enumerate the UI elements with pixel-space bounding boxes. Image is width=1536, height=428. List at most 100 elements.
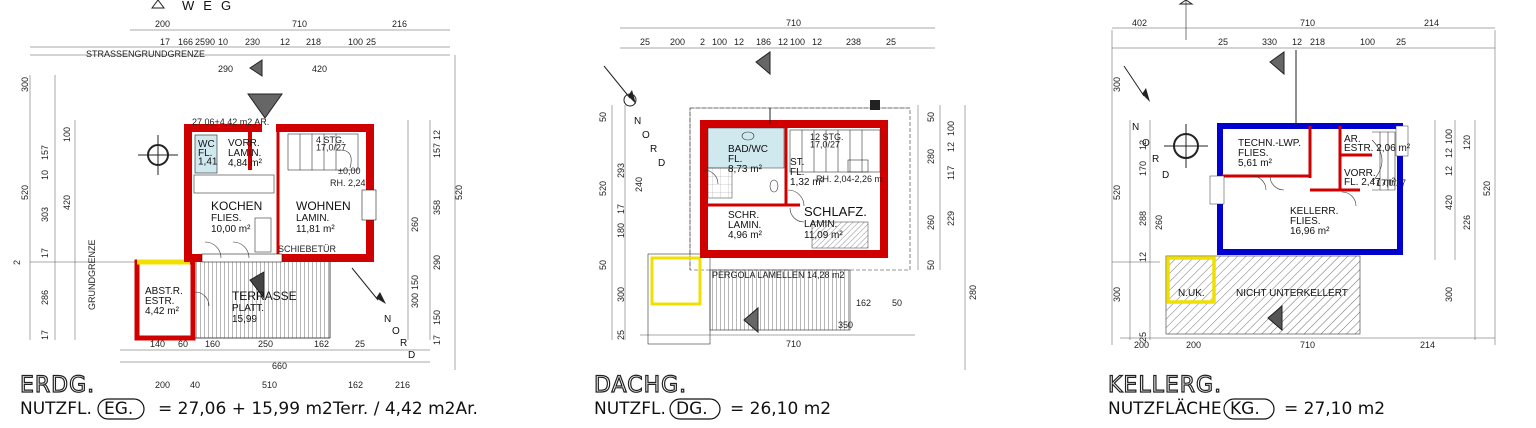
area-summary-kg: NUTZFLÄCHE KG. = 27,10 m2 <box>1108 398 1385 420</box>
label-line: 11,09 m² <box>804 230 843 241</box>
svg-text:660: 660 <box>272 361 287 371</box>
label-line: TERRASSE <box>232 289 297 303</box>
svg-text:50: 50 <box>598 112 608 122</box>
label-line: FLIES. <box>1290 216 1321 227</box>
svg-text:25: 25 <box>640 37 650 47</box>
svg-text:186: 186 <box>756 37 771 47</box>
svg-text:17: 17 <box>160 37 170 47</box>
label-line: VORR. <box>228 138 260 149</box>
svg-text:350: 350 <box>838 320 853 330</box>
svg-text:226: 226 <box>1462 215 1472 230</box>
label-line: 8,73 m² <box>728 164 763 175</box>
svg-text:50: 50 <box>598 260 608 270</box>
svg-text:D: D <box>1162 170 1169 181</box>
svg-text:25: 25 <box>616 330 626 340</box>
svg-text:157: 157 <box>432 143 442 158</box>
svg-text:D: D <box>658 158 665 169</box>
svg-text:229: 229 <box>946 211 956 226</box>
svg-text:420: 420 <box>62 195 72 210</box>
svg-text:25: 25 <box>195 37 205 47</box>
label-line: 4,42 m² <box>145 306 180 317</box>
svg-text:27,06+4,42 m2 AR.: 27,06+4,42 m2 AR. <box>192 117 269 127</box>
svg-text:290: 290 <box>218 64 233 74</box>
svg-text:40: 40 <box>190 380 200 390</box>
svg-text:N: N <box>1132 122 1139 133</box>
svg-text:NUTZFLÄCHE: NUTZFLÄCHE <box>1108 398 1222 419</box>
svg-text:150: 150 <box>432 310 442 325</box>
label-line: 10,00 m² <box>211 224 251 235</box>
svg-text:216: 216 <box>392 19 407 29</box>
room-label-abstellraum: AR.ESTR. 2,06 m² <box>1344 134 1411 154</box>
floor-title-eg: ERDG. <box>20 373 95 398</box>
svg-text:520: 520 <box>454 185 464 200</box>
stair-icon <box>789 129 881 173</box>
area-summary-dg: NUTZFL. DG. = 26,10 m2 <box>594 398 831 420</box>
stair-label: 17,0/27 <box>1376 178 1406 188</box>
kitchen-counter <box>193 174 275 194</box>
svg-text:25: 25 <box>355 339 365 349</box>
svg-text:157: 157 <box>40 145 50 160</box>
label-line: ESTR. 2,06 m² <box>1344 143 1411 154</box>
svg-text:12: 12 <box>1444 166 1454 176</box>
svg-text:25: 25 <box>366 37 376 47</box>
label-line: WOHNEN <box>296 199 351 213</box>
label-line: 17,0/27 <box>810 140 840 150</box>
svg-text:160: 160 <box>205 339 220 349</box>
svg-text:117: 117 <box>946 166 956 180</box>
label-line: 1,41 <box>198 157 218 168</box>
svg-text:200: 200 <box>1186 340 1201 350</box>
section-arrow-icon <box>1269 51 1285 76</box>
svg-text:260: 260 <box>926 215 936 230</box>
north-arrow-icon <box>603 65 637 107</box>
svg-text:D: D <box>408 350 415 361</box>
svg-text:218: 218 <box>1310 37 1325 47</box>
road-boundary-label: STRASSENGRUNDGRENZE <box>86 49 205 59</box>
svg-text:O: O <box>1142 138 1150 149</box>
street-label: WEG <box>182 0 240 13</box>
svg-text:25: 25 <box>886 37 896 47</box>
pergola-label: PERGOLA LAMELLEN 14,28 m2 <box>712 270 845 280</box>
label-line: LAMIN. <box>728 220 761 231</box>
svg-text:300: 300 <box>1112 287 1122 302</box>
svg-text:214: 214 <box>1420 340 1435 350</box>
plot-boundary-label: GRUNDGRENZE <box>87 239 97 310</box>
floor-code-dg: DG. <box>676 399 708 419</box>
room-label-schlafz: SCHLAFZ.LAMIN.11,09 m² <box>804 204 867 241</box>
svg-text:100: 100 <box>1360 37 1375 47</box>
svg-text:290: 290 <box>432 255 442 270</box>
svg-text:200: 200 <box>155 380 170 390</box>
stair-icon <box>287 133 359 171</box>
room-label-technik: TECHN.-LWP.FLIES.5,61 m² <box>1238 138 1301 169</box>
svg-text:710: 710 <box>786 18 801 28</box>
label-line: FL. 2,47 m² <box>1344 177 1396 188</box>
svg-text:R: R <box>1152 154 1159 165</box>
north-arrow-icon <box>138 135 386 304</box>
svg-text:17: 17 <box>616 204 626 214</box>
svg-text:260: 260 <box>1154 215 1164 230</box>
svg-text:12: 12 <box>280 37 290 47</box>
label-line: AR. <box>1344 134 1361 145</box>
svg-text:25: 25 <box>1218 37 1228 47</box>
svg-text:170: 170 <box>1138 161 1148 176</box>
svg-text:10: 10 <box>40 170 50 180</box>
dining-table <box>254 217 272 253</box>
room-label-keller: KELLERR.FLIES.16,96 m² <box>1290 206 1338 237</box>
section-arrow-icon <box>755 51 771 76</box>
svg-text:= 27,06 + 15,99 m2Terr. / 4,: = 27,06 + 15,99 m2Terr. / 4,42 m2Ar. <box>158 399 478 419</box>
svg-text:250: 250 <box>258 339 273 349</box>
svg-text:12: 12 <box>734 37 744 47</box>
dimension-lines <box>29 29 456 370</box>
svg-text:R: R <box>400 338 407 349</box>
label-line: 4,96 m² <box>728 230 763 241</box>
label-line: SCHR. <box>728 210 759 221</box>
north-arrow-icon <box>1123 65 1208 168</box>
svg-text:710: 710 <box>786 339 801 349</box>
label-line: 17,0/27 <box>316 143 346 153</box>
plan-erdgeschoss: WEG STRASSENGRUNDGRENZE GRUNDGRENZE <box>12 0 478 420</box>
svg-text:12: 12 <box>1292 37 1302 47</box>
svg-text:286: 286 <box>40 290 50 305</box>
